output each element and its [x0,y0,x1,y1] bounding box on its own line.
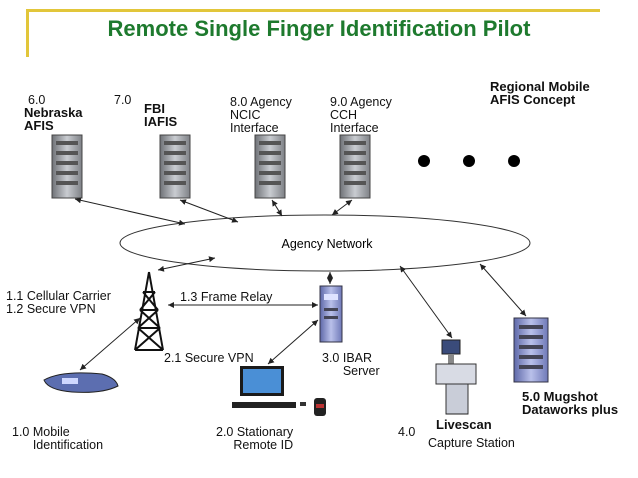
cell-tower [134,271,164,351]
livescan-number: 4.0 [398,425,416,439]
stationary-computer [232,366,326,416]
ibar-server [319,285,343,343]
fbi-iafis-server [159,134,191,199]
regional-afis-label: Regional Mobile AFIS Concept [490,79,590,107]
title-accent-line-left [26,9,29,57]
nebraska-number: 6.0 [28,93,46,107]
title-accent-line [26,9,600,12]
ncic-interface-server [254,134,286,199]
agency-network-ellipse [119,214,531,272]
stationary-remote-label: 2.0 Stationary Remote ID [216,425,294,452]
fbi-iafis-label: FBI IAFIS [144,101,178,129]
slide-title: Remote Single Finger Identification Pilo… [107,16,531,41]
mobile-identification-label: 1.0 Mobile Identification [12,425,104,452]
secure-vpn-label: 2.1 Secure VPN [164,351,254,365]
link-mugshot [479,263,527,317]
ibar-server-label: 3.0 IBAR Server [322,351,380,378]
link-nebraska [74,197,186,226]
cch-interface-label: 9.0 Agency CCH Interface [330,95,392,135]
nebraska-afis-label: Nebraska AFIS [24,105,83,133]
ellipsis-dot [508,155,520,167]
nebraska-afis-server [51,134,83,199]
livescan-station [435,339,477,415]
link-mobile-tower [79,317,141,371]
capture-station-label: Capture Station [428,436,515,450]
link-cch [331,199,353,216]
ellipsis-dot [463,155,475,167]
fbi-number: 7.0 [114,93,132,107]
mugshot-server [513,317,549,383]
ellipsis-dot [418,155,430,167]
agency-network-label: Agency Network [281,237,373,251]
cellular-carrier-label: 1.1 Cellular Carrier 1.2 Secure VPN [6,289,111,316]
link-tower-network [157,256,216,272]
ncic-interface-label: 8.0 Agency NCIC Interface [230,95,292,135]
mugshot-label: 5.0 Mugshot Dataworks plus [522,389,619,417]
link-vpn [267,319,319,365]
livescan-label: Livescan [436,417,492,432]
mobile-device [43,372,119,393]
frame-relay-label: 1.3 Frame Relay [180,290,273,304]
link-livescan [399,265,453,339]
link-ncic [271,199,283,217]
link-fbi [179,199,239,223]
cch-interface-server [339,134,371,199]
